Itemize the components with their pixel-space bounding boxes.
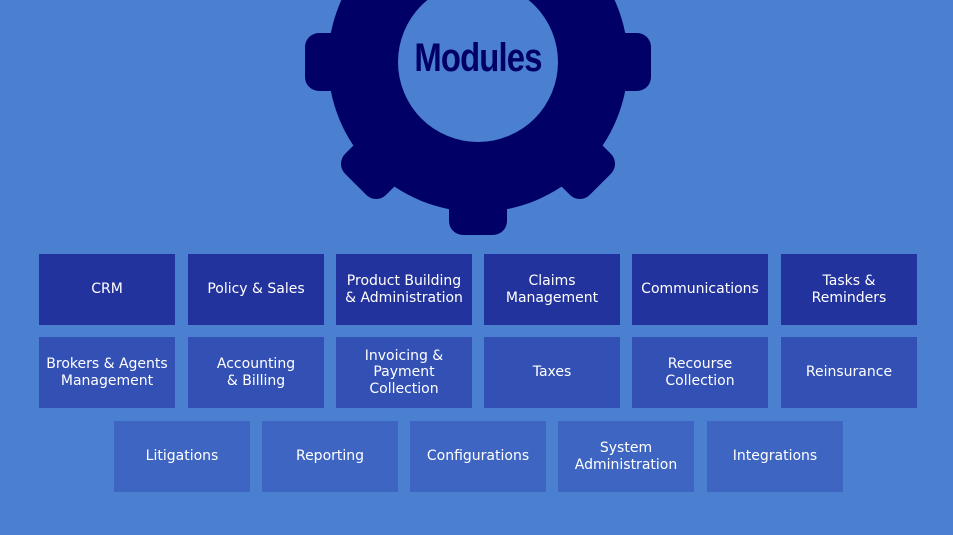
gear-tooth xyxy=(305,33,358,91)
module-crm[interactable]: CRM xyxy=(39,254,175,325)
gear-tooth xyxy=(449,182,507,235)
module-recourse-collection[interactable]: Recourse Collection xyxy=(632,337,768,408)
gear-tooth xyxy=(598,33,651,91)
modules-title: Modules xyxy=(414,36,542,80)
module-invoicing[interactable]: Invoicing & Payment Collection xyxy=(336,337,472,408)
module-reporting[interactable]: Reporting xyxy=(262,421,398,492)
module-tasks-reminders[interactable]: Tasks & Reminders xyxy=(781,254,917,325)
module-policy-sales[interactable]: Policy & Sales xyxy=(188,254,324,325)
module-accounting-billing[interactable]: Accounting & Billing xyxy=(188,337,324,408)
module-configurations[interactable]: Configurations xyxy=(410,421,546,492)
module-system-administration[interactable]: System Administration xyxy=(558,421,694,492)
module-integrations[interactable]: Integrations xyxy=(707,421,843,492)
gear-tooth xyxy=(340,132,408,200)
module-reinsurance[interactable]: Reinsurance xyxy=(781,337,917,408)
gear-tooth xyxy=(548,132,616,200)
module-litigations[interactable]: Litigations xyxy=(114,421,250,492)
module-communications[interactable]: Communications xyxy=(632,254,768,325)
module-taxes[interactable]: Taxes xyxy=(484,337,620,408)
module-brokers-agents[interactable]: Brokers & Agents Management xyxy=(39,337,175,408)
module-claims-management[interactable]: Claims Management xyxy=(484,254,620,325)
module-product-building[interactable]: Product Building & Administration xyxy=(336,254,472,325)
